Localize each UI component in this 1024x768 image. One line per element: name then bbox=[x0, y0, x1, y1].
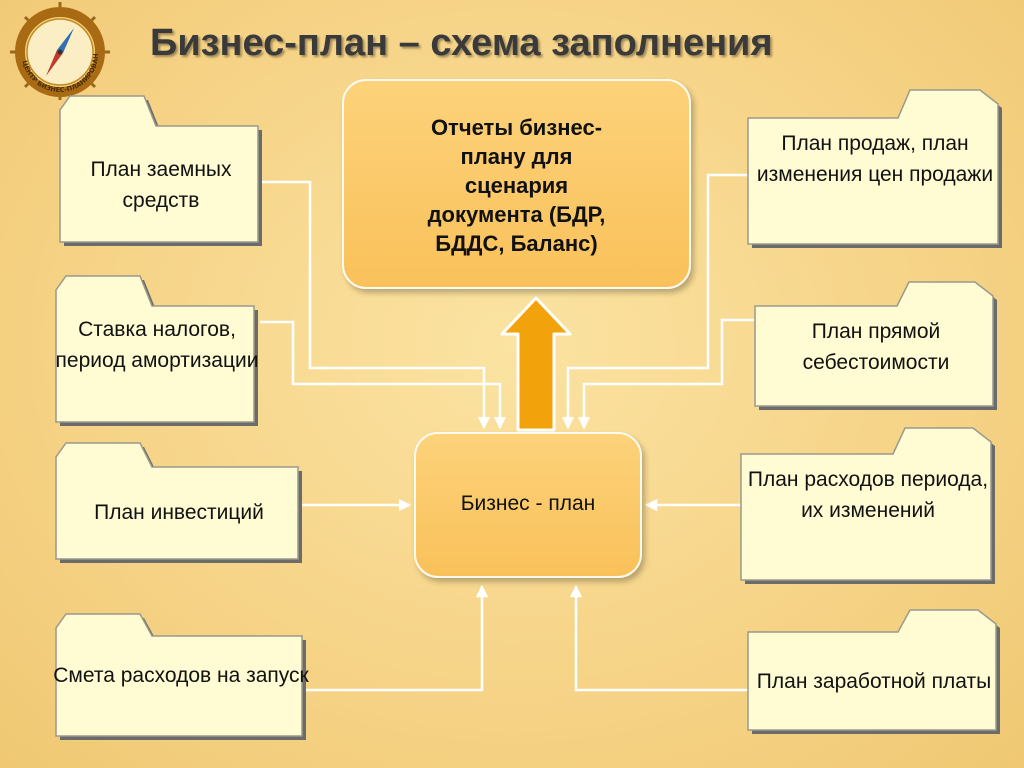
folder-shape bbox=[740, 427, 995, 584]
folder-label: План заработной платы bbox=[756, 670, 992, 693]
folder-label: Смета расходов на запуск bbox=[53, 664, 309, 687]
logo: ЦЕНТР БИЗНЕС-ПЛАНИРОВАНИЯ bbox=[0, 0, 122, 100]
folder-period-expenses: План расходов периода, их изменений bbox=[737, 426, 999, 586]
connector-sales-plan bbox=[561, 173, 749, 430]
reports-box: Отчеты бизнес-плану для сценария докумен… bbox=[342, 79, 691, 289]
page-title: Бизнес-план – схема заполнения bbox=[150, 22, 773, 64]
folder-borrowed-funds: План заемных средств bbox=[56, 94, 266, 248]
folder-label: План инвестиций bbox=[94, 501, 264, 524]
connector-startup-costs bbox=[306, 584, 489, 692]
business-plan-label: Бизнес - план bbox=[460, 492, 596, 515]
connector-direct-cost bbox=[577, 318, 754, 430]
connector-tax-rate bbox=[260, 320, 507, 430]
folder-sales-plan: План продаж, план изменения цен продажи bbox=[744, 88, 1006, 250]
business-plan-box: Бизнес - план bbox=[414, 432, 642, 578]
up-arrow-icon bbox=[500, 296, 572, 432]
folder-direct-cost: План прямой себестоимости bbox=[751, 280, 1001, 412]
folder-shape bbox=[747, 89, 1002, 248]
folder-label: Ставка налогов, период амортизации bbox=[55, 318, 259, 372]
folder-salary-plan: План заработной платы bbox=[744, 608, 1004, 736]
folder-tax-rate: Ставка налогов, период амортизации bbox=[52, 274, 262, 428]
connector-borrowed-funds bbox=[262, 180, 491, 430]
folder-shape bbox=[55, 275, 258, 426]
folder-investments: План инвестиций bbox=[52, 441, 306, 565]
folder-shape bbox=[55, 613, 306, 740]
folder-shape bbox=[59, 95, 262, 246]
connector-salary-plan bbox=[569, 584, 748, 692]
folder-label: План расходов периода, их изменений bbox=[747, 468, 989, 522]
folder-shape bbox=[747, 609, 1000, 734]
folder-shape bbox=[55, 442, 302, 563]
folder-shape bbox=[754, 281, 997, 410]
folder-label: План прямой себестоимости bbox=[802, 320, 950, 374]
folder-label: План заемных средств bbox=[90, 158, 232, 212]
reports-label: Отчеты бизнес-плану для сценария докумен… bbox=[427, 115, 606, 256]
folder-label: План продаж, план изменения цен продажи bbox=[756, 132, 994, 186]
folder-startup-costs: Смета расходов на запуск bbox=[52, 612, 310, 742]
